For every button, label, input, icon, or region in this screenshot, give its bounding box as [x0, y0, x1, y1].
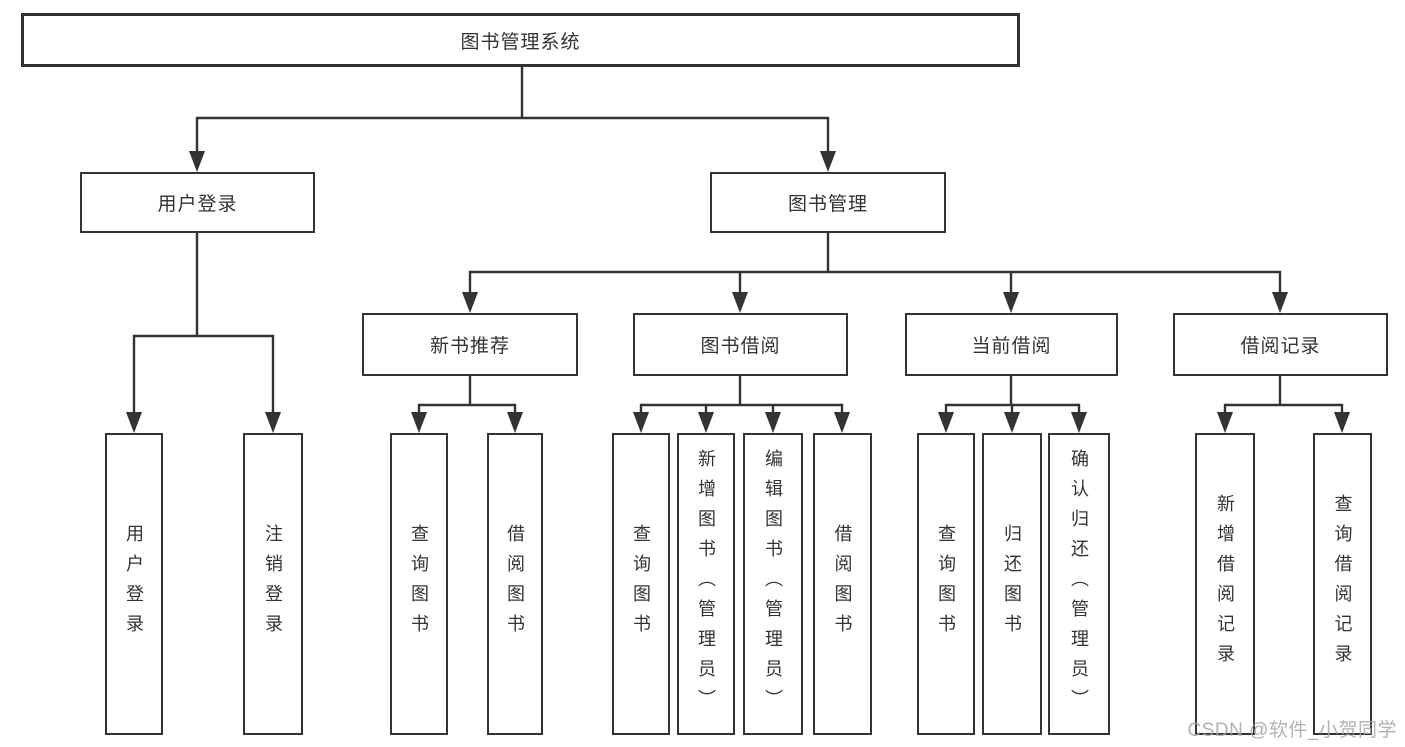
- leaf-br-add-record: 新增借阅记录: [1195, 433, 1255, 735]
- leaf-nb-borrow-books-label: 借阅图书: [505, 524, 525, 644]
- leaf-br-add-record-label: 新增借阅记录: [1215, 494, 1235, 674]
- leaf-nb-query-books: 查询图书: [390, 433, 448, 735]
- leaf-bb-query-books-label: 查询图书: [631, 524, 651, 644]
- leaf-nb-query-books-label: 查询图书: [409, 524, 429, 644]
- node-new-book-recommend: 新书推荐: [362, 313, 578, 376]
- node-current-borrowing-label: 当前借阅: [971, 336, 1052, 357]
- node-borrowing-records: 借阅记录: [1173, 313, 1388, 376]
- node-borrowing-records-label: 借阅记录: [1240, 336, 1321, 357]
- leaf-cb-confirm-return-admin-label: 确认归还（管理员）: [1069, 449, 1089, 719]
- leaf-bb-add-books-admin-label: 新增图书（管理员）: [696, 449, 716, 719]
- node-book-borrowing: 图书借阅: [633, 313, 848, 376]
- node-current-borrowing: 当前借阅: [905, 313, 1118, 376]
- leaf-cb-query-books-label: 查询图书: [936, 524, 956, 644]
- leaf-bb-query-books: 查询图书: [612, 433, 670, 735]
- node-book-management: 图书管理: [710, 172, 946, 233]
- leaf-bb-edit-books-admin-label: 编辑图书（管理员）: [763, 449, 783, 719]
- leaf-bb-borrow-books: 借阅图书: [813, 433, 872, 735]
- node-new-book-recommend-label: 新书推荐: [429, 336, 510, 357]
- leaf-user-login: 用户登录: [105, 433, 163, 735]
- leaf-bb-borrow-books-label: 借阅图书: [832, 524, 853, 644]
- leaf-br-query-record: 查询借阅记录: [1313, 433, 1372, 735]
- node-root: 图书管理系统: [21, 13, 1020, 67]
- csdn-watermark: CSDN @软件_小贺同学: [1187, 720, 1397, 741]
- node-user-login-label: 用户登录: [157, 194, 238, 215]
- leaf-nb-borrow-books: 借阅图书: [487, 433, 543, 735]
- leaf-cb-query-books: 查询图书: [917, 433, 975, 735]
- leaf-cb-return-books: 归还图书: [982, 433, 1042, 735]
- node-root-label: 图书管理系统: [460, 31, 581, 53]
- node-book-borrowing-label: 图书借阅: [700, 336, 781, 357]
- leaf-bb-add-books-admin: 新增图书（管理员）: [677, 433, 735, 735]
- node-book-management-label: 图书管理: [787, 194, 868, 215]
- leaf-user-login-label: 用户登录: [124, 524, 144, 644]
- leaf-logout: 注销登录: [243, 433, 303, 735]
- leaf-cb-confirm-return-admin: 确认归还（管理员）: [1048, 433, 1110, 735]
- leaf-logout-label: 注销登录: [263, 524, 283, 644]
- node-user-login: 用户登录: [80, 172, 315, 233]
- leaf-bb-edit-books-admin: 编辑图书（管理员）: [743, 433, 803, 735]
- leaf-cb-return-books-label: 归还图书: [1002, 524, 1022, 644]
- leaf-br-query-record-label: 查询借阅记录: [1332, 494, 1353, 674]
